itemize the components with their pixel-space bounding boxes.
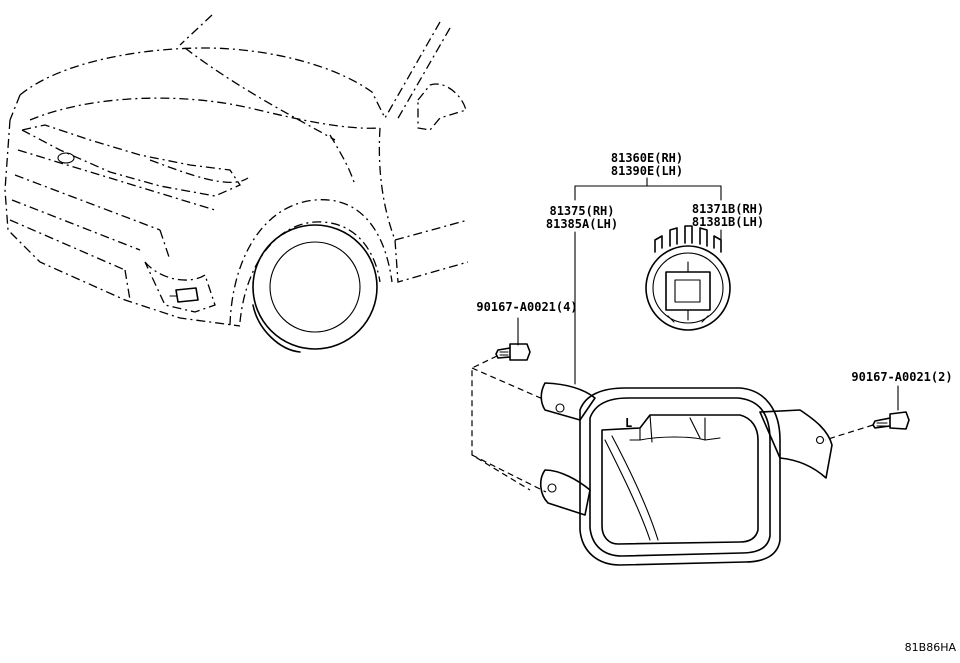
screw-left-icon — [495, 343, 531, 361]
vehicle-front-outline — [4, 14, 469, 353]
callout-fog-lamp-assy-lh: 81390E(LH) — [611, 164, 683, 178]
callout-bulb-rh: 81371B(RH) — [692, 202, 764, 216]
fog-lamp-assembly — [539, 382, 833, 566]
callout-bulb-lh: 81381B(LH) — [692, 215, 764, 229]
mounting-guide-lines — [471, 355, 874, 493]
callout-bracket-rh: 81375(RH) — [549, 204, 614, 218]
diagram-code: 81B86HA — [905, 641, 957, 654]
callout-screw-left: 90167-A0021(4) — [476, 300, 577, 314]
callout-leaders — [517, 177, 899, 411]
lamp-side-marking: L — [625, 416, 632, 430]
callout-fog-lamp-assy-rh: 81360E(RH) — [611, 151, 683, 165]
fog-lamp-bulb — [645, 225, 731, 331]
callout-bracket-lh: 81385A(LH) — [546, 217, 618, 231]
screw-right-icon — [872, 411, 910, 430]
callout-screw-right: 90167-A0021(2) — [851, 370, 952, 384]
